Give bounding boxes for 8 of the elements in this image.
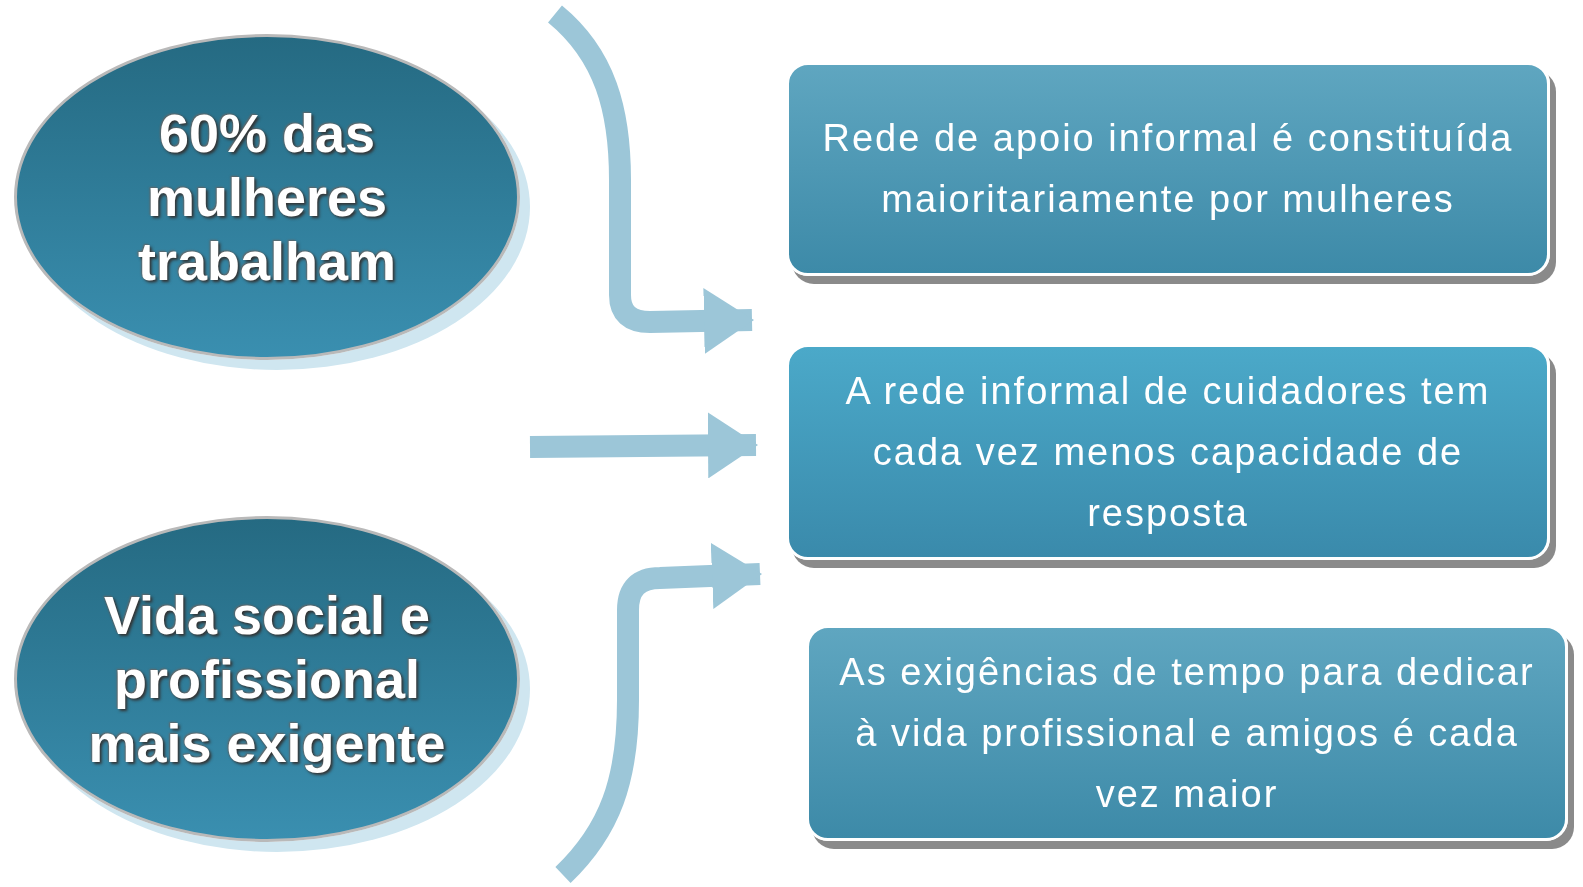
node-text: Vida social e profissional mais exigente <box>87 584 447 775</box>
node-text: 60% das mulheres trabalham <box>136 102 398 293</box>
arrow <box>529 412 758 479</box>
node-text: As exigências de tempo para dedicar à vida profissional e amigos é cada vez maior <box>839 649 1535 817</box>
node-text: Rede de apoio informal é constituída maioritariamente por mulheres <box>821 116 1515 222</box>
arrow <box>547 5 754 354</box>
arrow <box>555 542 762 883</box>
node-text: A rede informal de cuidadores tem cada vez menos capacidade de resposta <box>844 368 1492 536</box>
